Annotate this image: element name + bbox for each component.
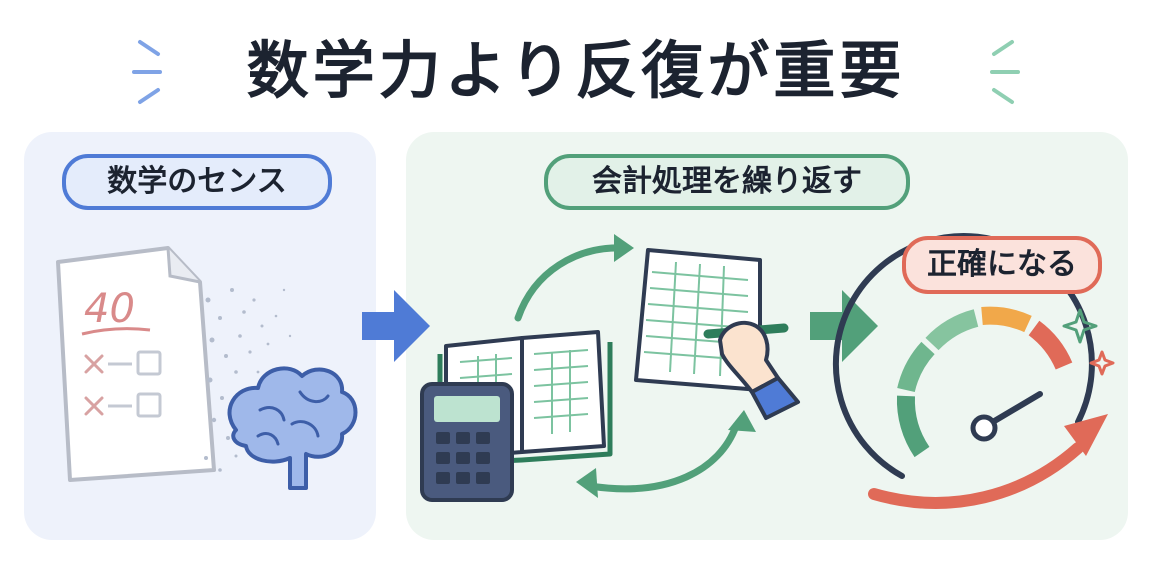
calculator-icon bbox=[420, 382, 514, 502]
arrow-right-blue-icon bbox=[362, 290, 430, 362]
math-sense-label: 数学のセンス bbox=[62, 154, 332, 210]
rising-arrow-red-icon bbox=[868, 442, 1084, 509]
cycle-arrow-top-icon bbox=[514, 244, 628, 322]
speedometer-gauge-icon bbox=[832, 232, 1095, 479]
repeat-accounting-label: 会計処理を繰り返す bbox=[544, 154, 910, 210]
test-paper-icon: 40 bbox=[56, 246, 216, 482]
sparkle-left-icon bbox=[132, 40, 162, 104]
sparkle-green-icon bbox=[1062, 308, 1098, 344]
cycle-arrow-bottom-icon bbox=[586, 422, 740, 493]
test-score: 40 bbox=[84, 286, 135, 332]
sparkle-red-icon bbox=[1089, 350, 1115, 376]
page-title: 数学力より反復が重要 bbox=[246, 34, 906, 107]
brain-icon bbox=[227, 366, 358, 490]
writing-hand-icon bbox=[703, 320, 800, 420]
sparkle-right-icon bbox=[990, 40, 1020, 104]
become-accurate-label: 正確になる bbox=[902, 236, 1102, 294]
